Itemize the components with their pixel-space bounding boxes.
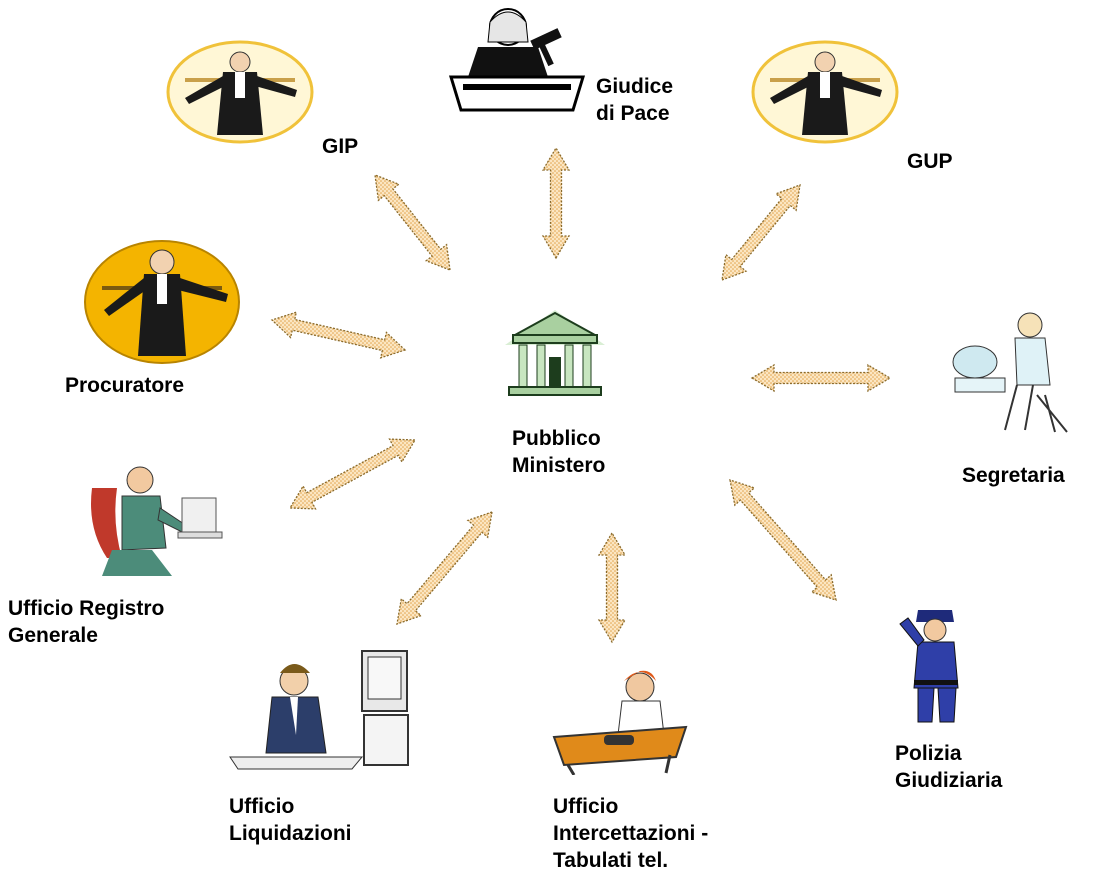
clerk-computer-icon: [91, 466, 223, 576]
arrow-pm-gup: [721, 184, 801, 281]
arrow-pm-intercettazioni: [597, 531, 627, 644]
judge-robe-icon: [751, 40, 899, 144]
arrow-pm-gip: [374, 173, 451, 272]
arrow-pm-registro: [288, 438, 417, 510]
center-label-pubblico-ministero: Pubblico Ministero: [512, 427, 606, 477]
judge-robe-icon: [166, 40, 314, 144]
arrow-pm-giudice-pace: [541, 146, 571, 260]
arrow-pm-procuratore: [270, 311, 407, 359]
node-label-ufficio-registro-generale: Ufficio Registro Generale: [8, 597, 165, 647]
node-label-segretaria: Segretaria: [962, 464, 1065, 487]
secretary-icon: [952, 312, 1068, 433]
judge-gavel-icon: [448, 8, 586, 112]
node-label-gup: GUP: [907, 150, 953, 173]
prosecutor-icon: [84, 240, 240, 364]
node-label-gip: GIP: [322, 135, 359, 158]
telephone-operator-icon: [552, 670, 688, 775]
arrow-pm-polizia: [729, 479, 837, 601]
courthouse-icon: [505, 310, 605, 396]
node-label-giudice-di-pace: Giudice di Pace: [596, 75, 674, 125]
arrow-pm-segretaria: [750, 363, 892, 393]
node-label-ufficio-intercettazioni: Ufficio Intercettazioni - Tabulati tel.: [553, 795, 709, 872]
police-officer-icon: [899, 610, 959, 723]
node-label-polizia-giudiziaria: Polizia Giudiziaria: [895, 742, 1003, 792]
node-label-ufficio-liquidazioni: Ufficio Liquidazioni: [229, 795, 352, 845]
arrow-pm-liquidazioni: [396, 511, 493, 625]
node-label-procuratore: Procuratore: [65, 374, 185, 397]
office-worker-icon: [229, 650, 409, 770]
